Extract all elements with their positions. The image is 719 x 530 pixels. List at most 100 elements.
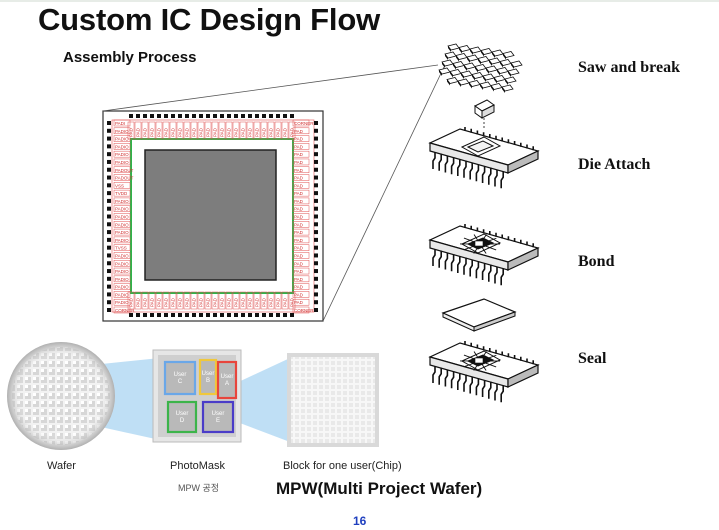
svg-text:PADIO: PADIO <box>115 300 129 305</box>
die-piece <box>466 54 479 63</box>
die-piece <box>458 45 471 54</box>
attach-die <box>474 99 495 128</box>
bond-pad-dot <box>314 128 318 133</box>
svg-text:PADOUT: PADOUT <box>115 176 134 181</box>
bond-pad-dot <box>213 114 217 118</box>
svg-text:PAD: PAD <box>294 238 304 243</box>
top-pad: PAD <box>127 121 135 140</box>
right-pad: PAD <box>292 283 310 290</box>
bond-pad-dot <box>157 313 161 317</box>
bond-pad-dot <box>262 114 266 118</box>
bond-pad-dot <box>136 313 140 317</box>
svg-text:PADIO: PADIO <box>115 261 129 266</box>
bottom-pad: PAD <box>169 291 177 310</box>
svg-text:PAD: PAD <box>164 127 169 137</box>
die-piece <box>447 43 460 52</box>
bond-pad-dot <box>171 313 175 317</box>
svg-text:PAD: PAD <box>178 127 183 137</box>
svg-text:PAD: PAD <box>294 176 304 181</box>
svg-text:PAD: PAD <box>255 127 260 137</box>
left-pad: CORNER <box>113 306 135 314</box>
bond-pad-dot <box>107 183 111 188</box>
svg-text:CORNER: CORNER <box>294 308 314 313</box>
svg-text:PAD: PAD <box>157 297 162 307</box>
bond-pad-dot <box>107 167 111 172</box>
bond-pad-dot <box>314 308 318 312</box>
mask-user-label: D <box>180 418 185 424</box>
bond-pad-dot <box>107 144 111 149</box>
bond-pad-dot <box>107 300 111 305</box>
top-pad: PAD <box>274 121 282 140</box>
svg-text:PAD: PAD <box>199 127 204 137</box>
bond-pad-dot <box>314 206 318 211</box>
bond-pad-dot <box>107 152 111 157</box>
step-bond: Bond <box>578 253 615 270</box>
svg-text:PADIO: PADIO <box>115 222 129 227</box>
die-piece <box>460 70 473 79</box>
svg-text:PAD: PAD <box>143 127 148 137</box>
svg-text:PAD: PAD <box>192 297 197 307</box>
svg-text:PAD: PAD <box>129 127 134 137</box>
die-piece <box>449 69 462 78</box>
diced-wafer-pieces <box>438 43 523 93</box>
right-pad: PAD <box>292 135 310 142</box>
svg-text:PAD: PAD <box>294 144 304 149</box>
svg-text:TVSS: TVSS <box>115 246 127 251</box>
svg-text:PAD: PAD <box>294 261 304 266</box>
bond-pad-dot <box>150 114 154 118</box>
bond-pad-dot <box>314 191 318 196</box>
bond-pad-dot <box>107 159 111 164</box>
svg-text:PAD: PAD <box>157 127 162 137</box>
bond-pad-dot <box>178 114 182 118</box>
svg-text:PAD: PAD <box>262 127 267 137</box>
bond-pad-dot <box>107 136 111 141</box>
die-piece <box>452 61 465 70</box>
bottom-pad: PAD <box>197 291 205 310</box>
bond-pad-dot <box>185 313 189 317</box>
top-pad: PAD <box>169 121 177 140</box>
svg-text:PAD: PAD <box>129 297 134 307</box>
bond-pad-dot <box>107 237 111 242</box>
svg-text:PADIO: PADIO <box>115 207 129 212</box>
svg-text:PAD: PAD <box>294 191 304 196</box>
photomask-label: PhotoMask <box>170 460 226 472</box>
mask-user-label: C <box>178 379 183 385</box>
left-pad: PADIO <box>113 197 131 205</box>
svg-text:PAD: PAD <box>294 269 304 274</box>
svg-text:PADIO: PADIO <box>115 277 129 282</box>
bond-pad-dot <box>276 313 280 317</box>
svg-text:PAD: PAD <box>150 127 155 137</box>
bond-pad-dot <box>206 114 210 118</box>
bond-pad-dot <box>107 214 111 219</box>
svg-text:PAD: PAD <box>150 297 155 307</box>
svg-text:PADIO: PADIO <box>115 199 129 204</box>
svg-text:PAD: PAD <box>294 152 304 157</box>
bond-pad-dot <box>314 152 318 157</box>
bottom-pad: PAD <box>141 291 149 310</box>
svg-text:PAD: PAD <box>294 207 304 212</box>
right-pad: PAD <box>292 189 310 197</box>
top-pad: PAD <box>134 121 142 140</box>
step-die-attach: Die Attach <box>578 156 651 173</box>
svg-text:PAD: PAD <box>136 127 141 137</box>
bond-pad-dot <box>199 313 203 317</box>
top-pad: PAD <box>232 121 240 140</box>
die-piece <box>502 51 515 60</box>
left-pad: PADIO <box>113 298 131 306</box>
die-piece <box>501 84 514 93</box>
svg-text:PAD: PAD <box>294 277 304 282</box>
top-pad: PAD <box>281 121 289 140</box>
die-piece <box>504 76 517 85</box>
die-piece <box>463 62 476 71</box>
left-pad: PADIO <box>113 275 131 283</box>
die-piece <box>499 59 512 68</box>
mask-user-label: E <box>216 418 220 424</box>
svg-text:PAD: PAD <box>294 253 304 258</box>
right-pad: PAD <box>292 260 310 267</box>
bond-pad-dot <box>129 114 133 118</box>
